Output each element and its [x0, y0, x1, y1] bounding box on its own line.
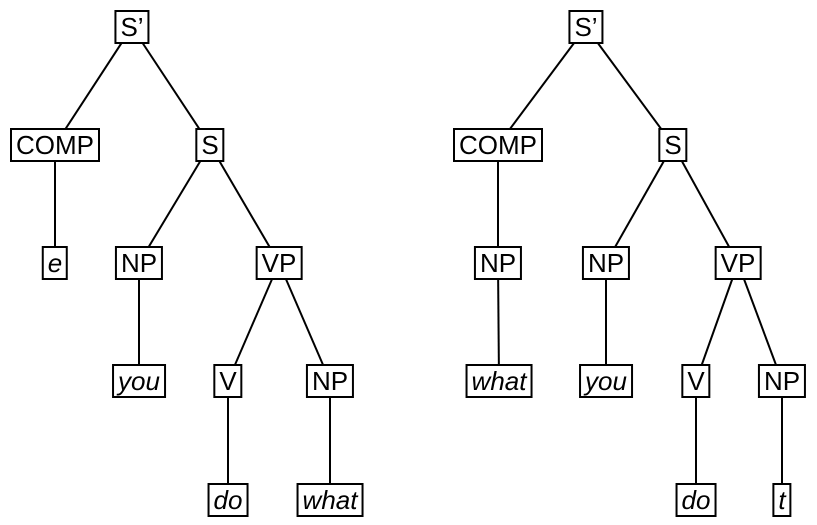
- left-tree-node-s: S: [195, 128, 225, 162]
- left-tree-node-what: what: [296, 483, 364, 517]
- right-tree-node-v: V: [681, 364, 711, 398]
- right-tree-edge-vp-np-obj: [737, 262, 783, 382]
- right-tree-node-what: what: [465, 364, 533, 398]
- right-tree-node-np-obj: NP: [757, 364, 807, 398]
- right-tree-edge-np-wh-what: [497, 262, 500, 382]
- left-tree-edge-s-np-subj: [138, 144, 211, 264]
- right-tree-node-s: S: [658, 128, 688, 162]
- left-tree-node-np-subj: NP: [114, 246, 164, 280]
- left-tree-node-sbar: S’: [114, 10, 150, 44]
- left-tree-node-you: you: [112, 364, 166, 398]
- left-tree-edge-s-vp: [209, 144, 280, 264]
- right-tree-node-t: t: [772, 483, 792, 517]
- left-tree-edge-vp-np-obj: [278, 262, 331, 382]
- left-tree-edge-sbar-s: [131, 26, 211, 146]
- left-tree-edge-sbar-comp: [54, 26, 133, 146]
- right-tree-edge-s-vp: [672, 144, 739, 264]
- right-tree-edge-s-np-subj: [605, 144, 674, 264]
- left-tree-edge-vp-v: [227, 262, 280, 382]
- right-tree-edge-sbar-comp: [497, 26, 587, 146]
- right-tree-edge-sbar-s: [585, 26, 674, 146]
- right-tree-node-vp: VP: [714, 246, 762, 280]
- right-tree-node-do: do: [675, 483, 717, 517]
- left-tree-node-e: e: [41, 246, 69, 280]
- left-tree-node-do: do: [207, 483, 249, 517]
- right-tree-node-comp: COMP: [453, 128, 543, 162]
- left-tree-node-v: V: [213, 364, 243, 398]
- left-tree-node-comp: COMP: [10, 128, 100, 162]
- right-tree-node-np-wh: NP: [473, 246, 523, 280]
- left-tree-node-vp: VP: [255, 246, 303, 280]
- left-tree-node-np-obj: NP: [305, 364, 355, 398]
- right-tree-node-sbar: S’: [568, 10, 604, 44]
- right-tree-edge-vp-v: [695, 262, 739, 382]
- right-tree-node-np-subj: NP: [581, 246, 631, 280]
- right-tree-node-you: you: [579, 364, 633, 398]
